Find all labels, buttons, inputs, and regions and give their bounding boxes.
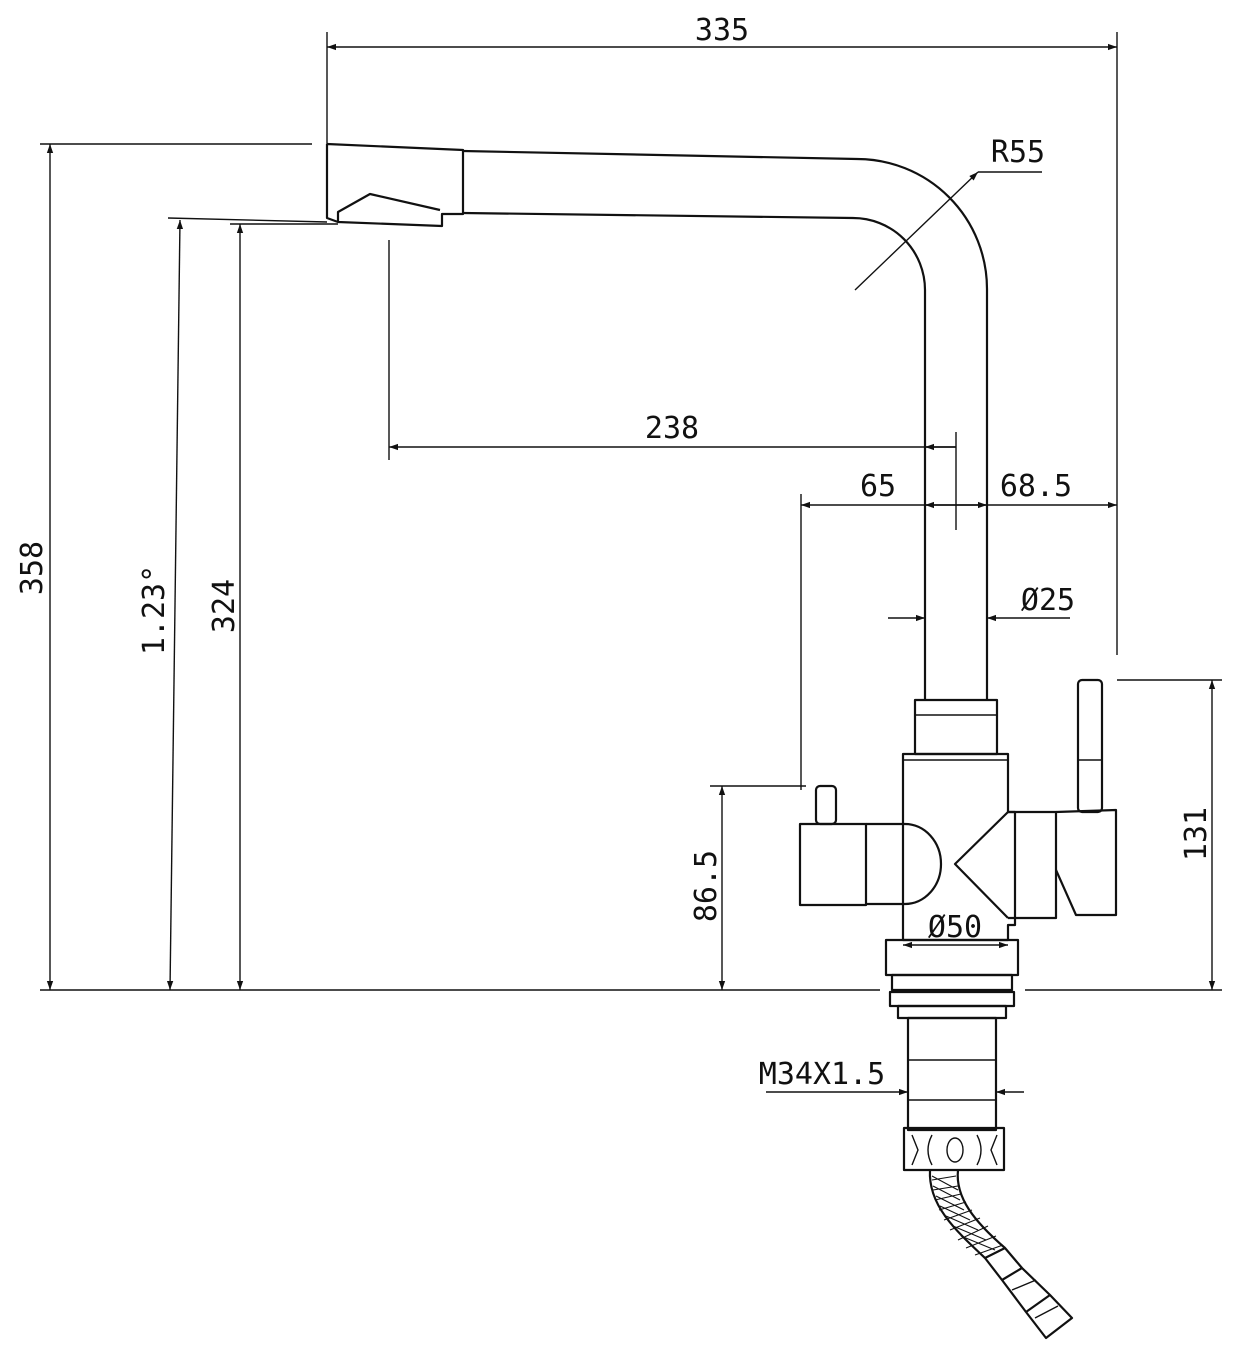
threaded-shank (906, 1016, 998, 1132)
label-left-handle-height: 86.5 (689, 850, 724, 922)
spout-tube-inner (462, 211, 927, 700)
label-right-handle-height: 131 (1179, 807, 1214, 861)
label-right-offset: 68.5 (1000, 469, 1072, 504)
collar (913, 698, 999, 756)
nut (902, 1126, 1006, 1172)
label-spout-reach: 238 (645, 411, 699, 446)
right-lever (1076, 678, 1104, 814)
right-handle-cone (953, 811, 1009, 919)
label-overall-height: 358 (15, 541, 50, 595)
dimension-labels: 335 R55 238 65 68.5 Ø25 Ø50 M34X1.5 358 … (15, 13, 1214, 1092)
hose-connector (983, 1246, 1074, 1340)
extension-lines (40, 32, 1222, 991)
label-overall-width: 335 (695, 13, 749, 48)
base-washer (888, 990, 1016, 1008)
label-body-diameter: Ø50 (928, 910, 982, 945)
faucet-body (325, 142, 1118, 1340)
spout-head (325, 142, 465, 228)
left-lever (814, 784, 838, 826)
label-tilt-angle: 1.23° (137, 565, 172, 655)
hose-braid (931, 1175, 1004, 1256)
right-handle (1008, 810, 1058, 920)
label-outlet-height: 324 (207, 579, 242, 633)
label-tube-diameter: Ø25 (1021, 583, 1075, 618)
dim-line-tilt (166, 219, 184, 991)
spout-tube (462, 149, 989, 700)
label-left-offset: 65 (860, 469, 896, 504)
left-handle (798, 822, 868, 907)
dimension-lines (46, 43, 1216, 1096)
label-bend-radius: R55 (991, 135, 1045, 170)
hose (928, 1169, 1006, 1259)
label-thread: M34X1.5 (759, 1057, 885, 1092)
